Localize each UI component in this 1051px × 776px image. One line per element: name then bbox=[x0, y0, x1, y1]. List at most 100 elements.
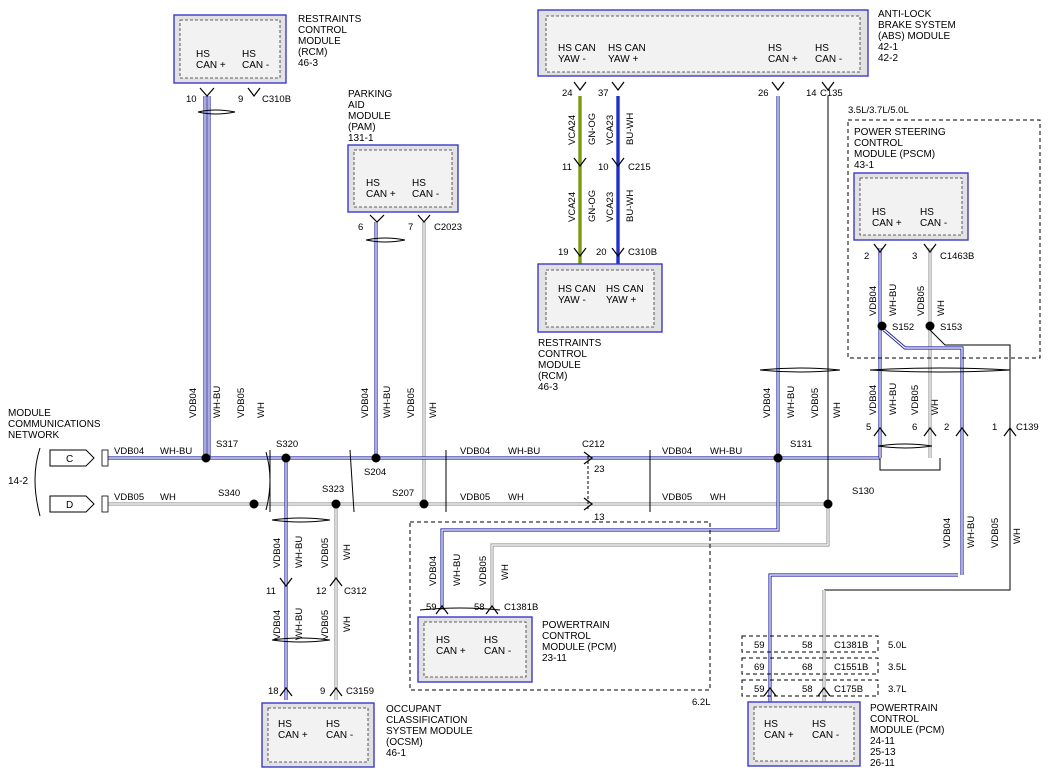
splice-s130 bbox=[823, 499, 833, 509]
c310b-pin-19: 19 bbox=[558, 247, 569, 258]
pcm62-title-3: MODULE (PCM) bbox=[542, 642, 616, 653]
wire-vca24-bot: VCA24 bbox=[567, 192, 578, 222]
abs-module: HS CAN YAW - HS CAN YAW + HS CAN + HS CA… bbox=[537, 9, 956, 77]
wire-vca23-bot: VCA23 bbox=[605, 192, 616, 222]
bus-c-whbu-a: WH-BU bbox=[160, 446, 192, 457]
c-connector-shape bbox=[49, 449, 95, 467]
s340-label: S340 bbox=[218, 488, 240, 499]
abs-pin3-l1: HS bbox=[768, 43, 782, 54]
twist-markers bbox=[197, 109, 1011, 643]
ocsm-title-1: OCCUPANT bbox=[386, 704, 441, 715]
rcm-title-2: CONTROL bbox=[298, 25, 347, 36]
abs-pin1-l1: HS CAN bbox=[558, 43, 596, 54]
abs-pin2-l2: YAW + bbox=[608, 54, 638, 65]
c310b-mid-label: C310B bbox=[628, 247, 657, 258]
c215-label: C215 bbox=[628, 162, 651, 173]
engine-label-35-37-50: 3.5L/3.7L/5.0L bbox=[848, 105, 909, 116]
c1381b-62-label: C1381B bbox=[504, 602, 538, 613]
network-title-2: COMMUNICATIONS bbox=[8, 419, 101, 430]
ocsm-title-5: 46-1 bbox=[386, 748, 406, 759]
c139-wire-vdb04: VDB04 bbox=[868, 385, 879, 415]
abs-pin1-l2: YAW - bbox=[558, 54, 586, 65]
s153-label: S153 bbox=[940, 322, 962, 333]
engine-label-62: 6.2L bbox=[692, 697, 711, 708]
abs-pin4-l2: CAN - bbox=[815, 54, 842, 65]
rcm-mid-title-3: MODULE bbox=[538, 360, 581, 371]
vlbl-m-wh: WH bbox=[428, 402, 439, 418]
engine-37-label: 3.7L bbox=[888, 684, 907, 695]
pcm62-pin-a-l2: CAN + bbox=[436, 646, 466, 657]
c135-label: C135 bbox=[820, 88, 843, 99]
vlbl-m-vdb05: VDB05 bbox=[406, 388, 417, 418]
c1551b-label: C1551B bbox=[834, 662, 868, 673]
pcm62-pin-b-l1: HS bbox=[484, 635, 498, 646]
pam-module: HS CAN + HS CAN - PARKING AID MODULE (PA… bbox=[347, 89, 459, 213]
c312-pin-11: 11 bbox=[266, 586, 276, 597]
network-title-1: MODULE bbox=[8, 408, 51, 419]
ocsm-title-3: SYSTEM MODULE bbox=[386, 726, 473, 737]
ocsm-pin-b-l2: CAN - bbox=[326, 730, 353, 741]
c312-pin-12: 12 bbox=[316, 586, 327, 597]
s131-label: S131 bbox=[790, 439, 812, 450]
d-connector-label: D bbox=[66, 500, 73, 511]
rcm-title-4: (RCM) bbox=[298, 47, 327, 58]
pcm62-pin-59: 59 bbox=[426, 602, 437, 613]
pcmbr-pin-b-l2: CAN - bbox=[812, 730, 839, 741]
pam-pin-a-l1: HS bbox=[366, 178, 380, 189]
bus-d-vdb05-c: VDB05 bbox=[662, 492, 692, 503]
s207-label: S207 bbox=[392, 488, 414, 499]
pcm62-wire-whbu: WH-BU bbox=[452, 554, 463, 586]
s320-label: S320 bbox=[276, 439, 298, 450]
bus-d-vdb05-b: VDB05 bbox=[460, 492, 490, 503]
wire-gnog-top: GN-OG bbox=[587, 113, 598, 145]
rcm-mid-pin-a-l1: HS CAN bbox=[558, 284, 596, 295]
bus-c-vdb04-b: VDB04 bbox=[460, 446, 490, 457]
rcm-mid-pin-a-l2: YAW - bbox=[558, 295, 586, 306]
bus-c-vdb04-a: VDB04 bbox=[114, 446, 144, 457]
splice-s204 bbox=[371, 453, 381, 463]
pam-title-1: PARKING bbox=[348, 89, 392, 100]
ocsm-wire-vdb04-a: VDB04 bbox=[272, 538, 283, 568]
pam-title-5: 131-1 bbox=[348, 133, 374, 144]
vlbl-r-vdb05: VDB05 bbox=[810, 388, 821, 418]
pcmbr-pin-a-l2: CAN + bbox=[764, 730, 794, 741]
ocsm-title-4: (OCSM) bbox=[386, 737, 423, 748]
pcmbr-title-4: 24-11 bbox=[870, 736, 895, 747]
rcm-pin-10: 10 bbox=[186, 94, 197, 105]
ocsm-title-2: CLASSIFICATION bbox=[386, 715, 468, 726]
vlbl-l-vdb05: VDB05 bbox=[236, 388, 247, 418]
pcm-row2-pin-b: 68 bbox=[802, 662, 813, 673]
vlbl-m-vdb04: VDB04 bbox=[360, 388, 371, 418]
c139-pin-5: 5 bbox=[866, 422, 871, 433]
splice-s207 bbox=[419, 499, 429, 509]
pcm62-wire-vdb05: VDB05 bbox=[478, 556, 489, 586]
bus-c-whbu-c: WH-BU bbox=[710, 446, 742, 457]
bus-d-wh-b: WH bbox=[508, 492, 524, 503]
pscm-pin-2: 2 bbox=[864, 251, 869, 262]
c139-pin-6: 6 bbox=[912, 422, 917, 433]
c175b-label: C175B bbox=[834, 684, 863, 695]
pcm-row1-pin-a: 59 bbox=[754, 640, 765, 651]
wire-vca24-top: VCA24 bbox=[567, 115, 578, 145]
s204-label: S204 bbox=[364, 467, 386, 478]
c-connector-label: C bbox=[66, 454, 73, 465]
s323-label: S323 bbox=[322, 484, 344, 495]
vlbl-l-wh: WH bbox=[256, 402, 267, 418]
pscm-pin-b-l2: CAN - bbox=[920, 218, 947, 229]
abs-pin3-l2: CAN + bbox=[768, 54, 798, 65]
network-ref: 14-2 bbox=[8, 476, 28, 487]
bus-c-vdb04-c: VDB04 bbox=[662, 446, 692, 457]
rb-wire-wh: WH bbox=[1012, 528, 1023, 544]
ocsm-pin-a-l1: HS bbox=[278, 719, 292, 730]
pscm-wire-whbu: WH-BU bbox=[888, 284, 899, 316]
pcmbr-title-3: MODULE (PCM) bbox=[870, 725, 944, 736]
pcmbr-pin-a-l1: HS bbox=[764, 719, 778, 730]
rcm-mid-title-4: (RCM) bbox=[538, 371, 567, 382]
pam-pin-b-l1: HS bbox=[412, 178, 426, 189]
c139-wire-vdb05: VDB05 bbox=[910, 385, 921, 415]
rcm-mid-title-1: RESTRAINTS bbox=[538, 338, 602, 349]
ocsm-wire-whbu-b: WH-BU bbox=[294, 608, 305, 640]
c139-wire-wh: WH bbox=[930, 399, 941, 415]
splice-s131 bbox=[773, 453, 783, 463]
engine-35-label: 3.5L bbox=[888, 662, 907, 673]
